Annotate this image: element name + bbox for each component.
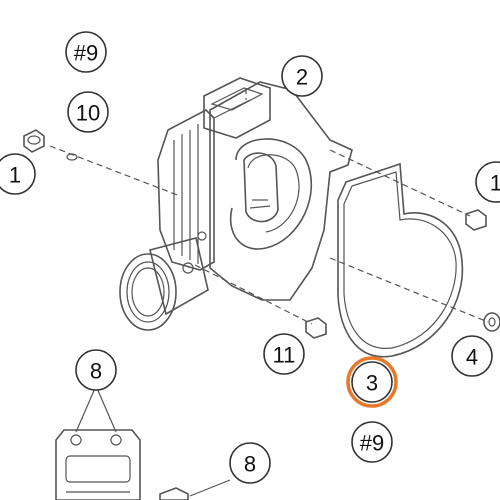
washer-left [66,153,78,161]
washer-right [483,312,500,332]
callout-2: 2 [281,55,323,97]
callout-3-highlighted: 3 [346,356,398,408]
svg-text:8: 8 [90,359,102,384]
svg-text:11: 11 [273,343,296,368]
callout-1-left: 1 [0,153,36,195]
screw-left [23,129,45,153]
svg-text:#9: #9 [360,431,384,456]
bottom-bolt [159,479,231,500]
svg-text:3: 3 [366,371,378,396]
callout-10: 10 [67,91,109,133]
svg-text:1: 1 [490,171,500,196]
callout-9-top: #9 [65,31,107,73]
callout-8-bottom: 8 [229,442,271,484]
svg-text:#9: #9 [74,41,98,66]
svg-text:2: 2 [296,65,308,90]
svg-text:1: 1 [9,163,21,188]
gasket [337,162,464,358]
callout-8-left: 8 [75,349,117,391]
svg-text:4: 4 [466,345,478,370]
callout-11: 11 [263,333,305,375]
screw-center [305,317,327,339]
callout-4: 4 [451,335,493,377]
callout-9-bottom: #9 [351,421,393,463]
blower-housing [119,77,353,331]
svg-text:10: 10 [76,101,100,126]
screw-right-top [465,209,487,231]
highlight-ring [346,356,398,408]
svg-text:8: 8 [244,452,256,477]
lower-plate [55,385,141,500]
callout-1-right: 1 [475,161,500,203]
